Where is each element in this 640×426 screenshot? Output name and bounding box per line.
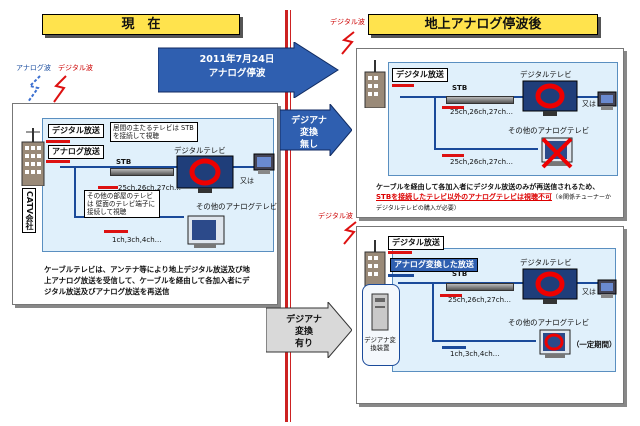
- digital-wave-label: デジタル波: [58, 64, 93, 72]
- current-or-label: 又は: [240, 177, 254, 185]
- mid-right-wave-label: デジタル波: [318, 212, 353, 220]
- no-digiana-digital-arrow-2: [442, 106, 464, 109]
- no-digiana-digital-arrow: [392, 84, 414, 87]
- no-digiana-small-tv-icon: [597, 91, 617, 110]
- top-right-wave-label: デジタル波: [330, 18, 365, 26]
- catv-label: CATV会社: [22, 188, 36, 234]
- current-main-line: [60, 166, 268, 168]
- no-digiana-building-icon: [364, 60, 386, 108]
- no-digiana-or-label: 又は: [582, 100, 596, 108]
- header-current: 現 在: [42, 14, 240, 35]
- with-digiana-lower-line: [432, 340, 536, 342]
- digital-wave-icon: [53, 75, 67, 103]
- current-channels-analog: 1ch,3ch,4ch…: [112, 236, 162, 244]
- current-digital-tv-icon: [176, 155, 234, 193]
- current-drop-line: [74, 166, 76, 218]
- digiana-none-line3: 無し: [299, 140, 318, 150]
- transition-date: 2011年7月24日: [199, 54, 275, 65]
- current-digital-label: デジタル放送: [48, 124, 104, 138]
- digiana-none-arrow: [280, 104, 352, 156]
- with-digiana-channels-1: 25ch,26ch,27ch…: [448, 296, 512, 304]
- analog-wave-label: アナログ波: [16, 64, 51, 72]
- no-digiana-crossed-tv-icon: [541, 137, 573, 169]
- with-digiana-or-label: 又は: [582, 288, 596, 296]
- no-digiana-digital-arrow-3: [442, 154, 464, 157]
- with-digiana-digital-tv-label: デジタルテレビ: [520, 258, 572, 267]
- no-digiana-stb-icon: [446, 96, 514, 104]
- current-stb-label: STB: [116, 158, 132, 166]
- catv-building-icon: [21, 128, 45, 186]
- digiana-with-line3: 有り: [294, 339, 313, 349]
- with-digiana-small-tv-icon: [597, 279, 617, 298]
- no-digiana-channels-2: 25ch,26ch,27ch…: [450, 158, 514, 166]
- with-digiana-digital-arrow-2: [440, 294, 462, 297]
- no-digiana-digital-tv-icon: [522, 80, 578, 116]
- digiana-with-line1: デジアナ: [286, 315, 322, 325]
- converter-label: デジアナ変換装置: [364, 336, 396, 352]
- converter-icon: [371, 293, 389, 331]
- mid-right-wave-icon: [343, 221, 357, 245]
- with-digiana-other-analog-label: その他のアナログテレビ: [508, 318, 590, 327]
- with-digiana-digital-tv-icon: [522, 268, 578, 304]
- header-after: 地上アナログ停波後: [368, 14, 598, 35]
- transition-arrow: [158, 42, 339, 98]
- analog-wave-icon: [27, 75, 41, 103]
- with-digiana-building-icon: [364, 240, 386, 288]
- with-digiana-analog-tv-icon: [539, 329, 571, 358]
- note-other-room: その他の部屋のテレビは 壁面のテレビ端子に 接続して視聴: [84, 190, 160, 218]
- digiana-none-line2: 変換: [299, 128, 318, 138]
- desc-no-digiana-emph: STBを接続したテレビ以外のアナログテレビは視聴不可: [376, 193, 553, 201]
- current-digital-tv-label: デジタルテレビ: [174, 146, 226, 155]
- no-digiana-channels-1: 25ch,26ch,27ch…: [450, 108, 514, 116]
- no-digiana-digital-label: デジタル放送: [392, 68, 448, 82]
- digiana-with-line2: 変換: [294, 327, 313, 337]
- current-digital-arrow: [46, 140, 70, 143]
- current-channels-digital: 25ch,26ch,27ch…: [118, 184, 182, 192]
- desc-no-digiana-main: ケーブルを経由して各加入者にデジタル放送のみが再送信されるため、: [376, 183, 600, 191]
- center-divider-inner: [290, 10, 291, 422]
- current-lower-red-arrow: [104, 230, 128, 233]
- fixed-period-label: （一定期間）: [572, 340, 617, 349]
- desc-no-digiana: ケーブルを経由して各加入者にデジタル放送のみが再送信されるため、 STBを接続した…: [376, 182, 612, 214]
- with-digiana-drop-line: [432, 282, 434, 342]
- current-analog-arrow: [46, 160, 70, 163]
- with-digiana-channels-2: 1ch,3ch,4ch…: [450, 350, 500, 358]
- current-small-tv-icon: [253, 153, 275, 174]
- no-digiana-other-analog-label: その他のアナログテレビ: [508, 126, 590, 135]
- desc-no-digiana-sub: （※関係チューナーかデジタルテレビの購入が必要）: [376, 194, 612, 212]
- digiana-none-line1: デジアナ: [291, 116, 327, 126]
- digiana-with-arrow: [266, 302, 352, 358]
- with-digiana-converted-label: アナログ変換した放送: [390, 258, 478, 272]
- desc-current: ケーブルテレビは、アンテナ等により地上デジタル放送及び地上アナログ放送を受信して…: [44, 265, 250, 296]
- current-analog-tv-icon: [187, 215, 225, 248]
- current-analog-label: アナログ放送: [48, 145, 104, 159]
- no-digiana-drop-line: [434, 96, 436, 150]
- center-divider: [285, 10, 288, 422]
- with-digiana-stb-icon: [446, 283, 514, 291]
- with-digiana-converted-arrow: [388, 274, 414, 277]
- with-digiana-digital-label: デジタル放送: [388, 236, 444, 250]
- no-digiana-stb-label: STB: [452, 84, 468, 92]
- with-digiana-stb-label: STB: [452, 270, 468, 278]
- current-digital-arrow-2: [98, 186, 118, 189]
- current-other-analog-label: その他のアナログテレビ: [196, 202, 278, 211]
- no-digiana-lower-line: [434, 148, 538, 150]
- no-digiana-digital-tv-label: デジタルテレビ: [520, 70, 572, 79]
- transition-label: アナログ停波: [208, 68, 266, 79]
- current-stb-icon: [110, 168, 174, 176]
- note-main-room: 居間の主たるテレビは STBを接続して視聴: [110, 122, 198, 142]
- with-digiana-analog-arrow: [442, 346, 466, 349]
- with-digiana-digital-arrow: [388, 251, 412, 254]
- top-right-wave-icon: [341, 31, 355, 55]
